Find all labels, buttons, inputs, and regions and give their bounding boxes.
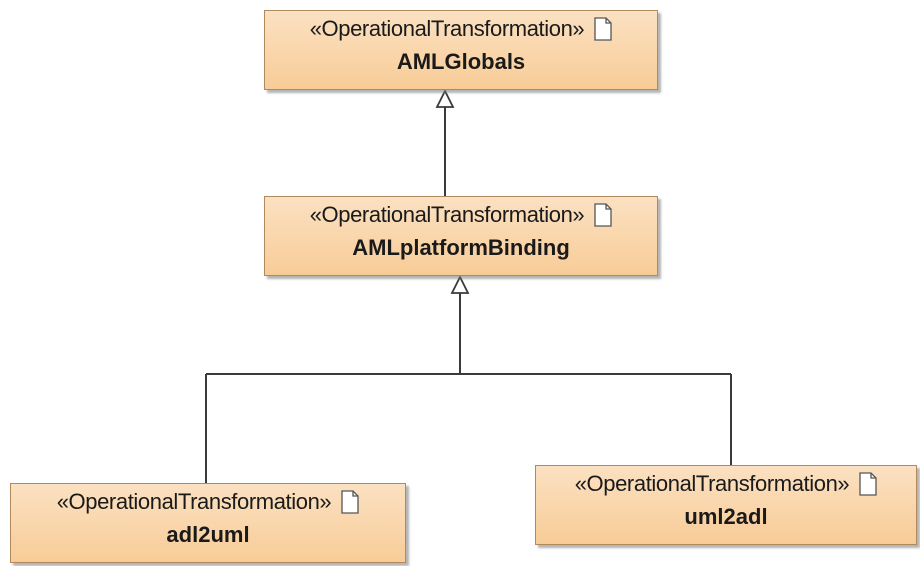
class-box-aml-platform-binding[interactable]: «OperationalTransformation» AMLplatformB… (264, 196, 658, 276)
stereotype-row: «OperationalTransformation» (536, 471, 916, 497)
class-box-uml2adl[interactable]: «OperationalTransformation» uml2adl (535, 465, 917, 545)
stereotype-label: «OperationalTransformation» (56, 489, 332, 514)
generalization-arrowhead (435, 88, 455, 108)
stereotype-row: «OperationalTransformation» (265, 16, 657, 42)
class-name: uml2adl (684, 504, 768, 529)
stereotype-row: «OperationalTransformation» (265, 202, 657, 228)
stereotype-row: «OperationalTransformation» (11, 489, 405, 515)
class-box-aml-globals[interactable]: «OperationalTransformation» AMLGlobals (264, 10, 658, 90)
stereotype-label: «OperationalTransformation» (574, 471, 850, 496)
class-name: AMLplatformBinding (352, 235, 570, 260)
class-name: AMLGlobals (396, 49, 526, 74)
stereotype-label: «OperationalTransformation» (309, 202, 585, 227)
class-box-adl2uml[interactable]: «OperationalTransformation» adl2uml (10, 483, 406, 563)
document-icon (341, 490, 359, 514)
class-name: adl2uml (166, 522, 250, 547)
document-icon (594, 17, 612, 41)
stereotype-label: «OperationalTransformation» (309, 16, 585, 41)
generalization-transformations-to-platformbinding (205, 274, 732, 483)
document-icon (594, 203, 612, 227)
generalization-arrowhead (450, 274, 470, 294)
generalization-platformbinding-to-globals (435, 88, 455, 196)
document-icon (859, 472, 877, 496)
